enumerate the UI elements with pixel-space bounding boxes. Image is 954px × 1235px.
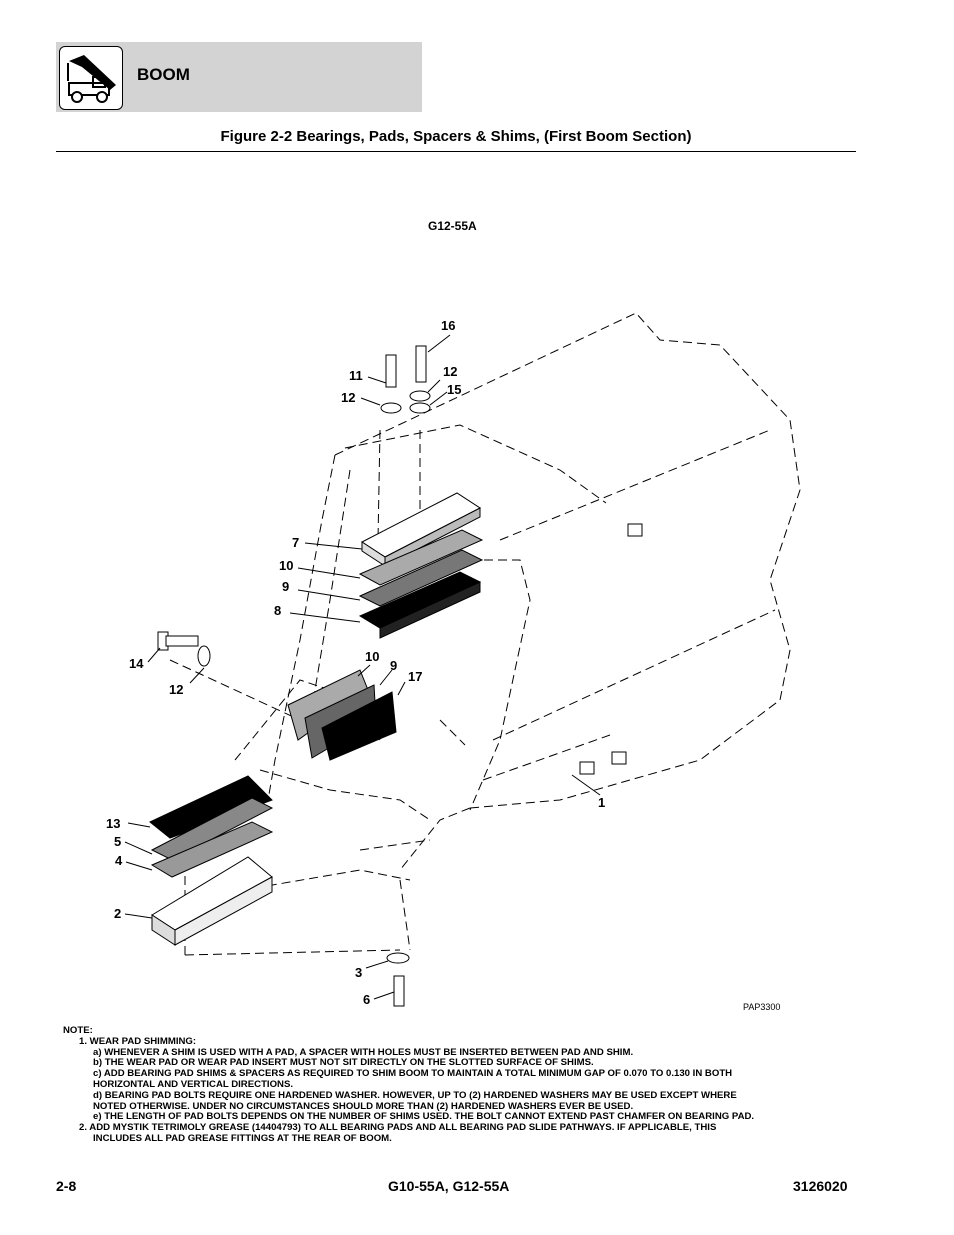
note-line: HORIZONTAL AND VERTICAL DIRECTIONS. (93, 1078, 294, 1090)
callout-10-side: 10 (365, 649, 379, 664)
callout-12-left: 12 (341, 390, 355, 405)
callout-16: 16 (441, 318, 455, 333)
note-line: INCLUDES ALL PAD GREASE FITTINGS AT THE … (93, 1132, 392, 1144)
callout-9-side: 9 (390, 658, 397, 673)
telehandler-icon (59, 46, 123, 110)
notes-block: NOTE: 1. WEAR PAD SHIMMING: a) WHENEVER … (63, 1025, 863, 1145)
callout-6: 6 (363, 992, 370, 1007)
top-pad-stack (358, 492, 484, 639)
callout-3: 3 (355, 965, 362, 980)
drawing-code: PAP3300 (743, 1002, 780, 1012)
model-label: G12-55A (428, 219, 477, 233)
note-line: NOTED OTHERWISE. UNDER NO CIRCUMSTANCES … (93, 1100, 634, 1112)
note-line: d) BEARING PAD BOLTS REQUIRE ONE HARDENE… (93, 1089, 737, 1101)
side-pad-stack (287, 669, 397, 761)
note-line: 2. ADD MYSTIK TETRIMOLY GREASE (14404793… (79, 1122, 717, 1134)
leader-lines (124, 334, 601, 1000)
callout-5: 5 (114, 834, 121, 849)
callout-11: 11 (349, 368, 363, 383)
callout-7: 7 (292, 535, 299, 550)
callout-14: 14 (129, 656, 144, 671)
boom-brackets (579, 523, 643, 775)
note-line: e) THE LENGTH OF PAD BOLTS DEPENDS ON TH… (93, 1111, 755, 1123)
callout-2: 2 (114, 906, 121, 921)
note-line: b) THE WEAR PAD OR WEAR PAD INSERT MUST … (93, 1057, 594, 1069)
callout-10-top: 10 (279, 558, 293, 573)
note-line: c) ADD BEARING PAD SHIMS & SPACERS AS RE… (93, 1068, 733, 1080)
boom-section-outline (169, 312, 801, 956)
footer-models: G10-55A, G12-55A (388, 1178, 510, 1194)
callout-12-side: 12 (169, 682, 183, 697)
bolts-and-washers (157, 345, 431, 1007)
callout-4: 4 (115, 853, 123, 868)
notes-heading: NOTE: (63, 1025, 93, 1036)
callout-13: 13 (106, 816, 120, 831)
callout-9-top: 9 (282, 579, 289, 594)
note-line: a) WHENEVER A SHIM IS USED WITH A PAD, A… (93, 1046, 634, 1058)
section-title: BOOM (137, 65, 190, 84)
note-line: 1. WEAR PAD SHIMMING: (79, 1035, 197, 1047)
manual-number: 3126020 (793, 1178, 848, 1194)
callout-15: 15 (447, 382, 461, 397)
page-number: 2-8 (56, 1178, 77, 1194)
callout-1: 1 (598, 795, 605, 810)
figure-title: Figure 2-2 Bearings, Pads, Spacers & Shi… (220, 128, 692, 145)
title-rule (56, 151, 856, 152)
callout-17: 17 (408, 669, 422, 684)
callout-8: 8 (274, 603, 281, 618)
callout-12-right: 12 (443, 364, 457, 379)
bottom-pad-stack (149, 775, 274, 946)
